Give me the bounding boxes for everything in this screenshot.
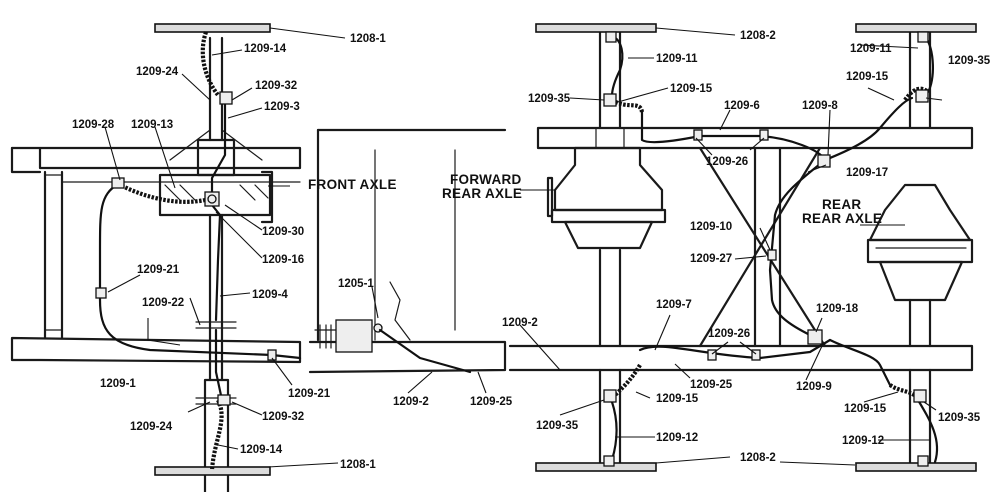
- front-fittings: [95, 91, 277, 406]
- callout-1209-3: 1209-3: [264, 101, 300, 113]
- callout-1209-25-mid: 1209-25: [470, 396, 513, 408]
- rear-tire-top-right: [855, 23, 977, 33]
- callout-1209-1: 1209-1: [100, 378, 136, 390]
- callout-1209-35-bl: 1209-35: [536, 420, 579, 432]
- callout-1209-17: 1209-17: [846, 167, 888, 179]
- callout-1205-1: 1205-1: [338, 278, 374, 290]
- rear-tire-bottom-right: [855, 462, 977, 472]
- front-tire-top: [154, 23, 271, 33]
- brake-valve: [335, 319, 373, 353]
- callout-1209-8: 1209-8: [802, 100, 838, 112]
- callout-1209-22: 1209-22: [142, 297, 184, 309]
- callout-1209-12-left: 1209-12: [656, 432, 698, 444]
- callout-1209-11-left: 1209-11: [656, 53, 698, 65]
- callout-1209-14-bottom: 1209-14: [240, 444, 283, 456]
- callout-1209-7: 1209-7: [656, 299, 692, 311]
- callout-1209-35-tl: 1209-35: [528, 93, 571, 105]
- callout-1209-15-tl: 1209-15: [670, 83, 713, 95]
- callout-1209-6: 1209-6: [724, 100, 760, 112]
- callout-1209-24-top: 1209-24: [136, 66, 179, 78]
- callout-1209-15-tr: 1209-15: [846, 71, 889, 83]
- rear-rear-axle-title-line1: REAR: [822, 197, 861, 212]
- callout-1209-21-left: 1209-21: [137, 264, 180, 276]
- rear-fittings: [603, 31, 929, 467]
- callout-1209-2-mid: 1209-2: [393, 396, 429, 408]
- middle-chassis: [308, 128, 507, 374]
- callout-1209-21-bottom: 1209-21: [288, 388, 331, 400]
- callout-1209-32-bottom: 1209-32: [262, 411, 304, 423]
- callout-1209-30: 1209-30: [262, 226, 304, 238]
- callout-1209-26-bottom: 1209-26: [708, 328, 750, 340]
- callout-1209-32-top: 1209-32: [255, 80, 297, 92]
- callout-1209-26-top: 1209-26: [706, 156, 748, 168]
- callout-labels: 1208-1 1209-14 1209-24 1209-32 1209-3 12…: [72, 30, 991, 471]
- callout-1209-4: 1209-4: [252, 289, 288, 301]
- callout-1209-14-top: 1209-14: [244, 43, 287, 55]
- callout-1208-1-top: 1208-1: [350, 33, 386, 45]
- rear-tire-top-left: [535, 23, 657, 33]
- forward-rear-axle-title-line2: REAR AXLE: [442, 186, 522, 201]
- callout-1209-15-bl: 1209-15: [656, 393, 699, 405]
- leader-lines: [104, 27, 943, 468]
- rear-chassis: [508, 28, 974, 472]
- front-axle-title: FRONT AXLE: [308, 177, 397, 192]
- callout-1208-1-bottom: 1208-1: [340, 459, 376, 471]
- rear-tire-bottom-left: [535, 462, 657, 472]
- callout-1209-35-br: 1209-35: [938, 412, 981, 424]
- callout-1209-25-right: 1209-25: [690, 379, 733, 391]
- callout-1208-2-bottom: 1208-2: [740, 452, 776, 464]
- callout-1208-2-top: 1208-2: [740, 30, 776, 42]
- callout-1209-27: 1209-27: [690, 253, 732, 265]
- callout-1209-9: 1209-9: [796, 381, 832, 393]
- callout-1209-28: 1209-28: [72, 119, 115, 131]
- callout-1209-12-right: 1209-12: [842, 435, 884, 447]
- callout-1209-11-right: 1209-11: [850, 43, 892, 55]
- callout-1209-13: 1209-13: [131, 119, 173, 131]
- callout-1209-18: 1209-18: [816, 303, 859, 315]
- callout-1209-35-tr: 1209-35: [948, 55, 991, 67]
- forward-rear-axle-title-line1: FORWARD: [450, 172, 522, 187]
- callout-1209-2-right: 1209-2: [502, 317, 538, 329]
- callout-1209-24-bottom: 1209-24: [130, 421, 173, 433]
- rear-rear-axle-title-line2: REAR AXLE: [802, 211, 882, 226]
- callout-1209-16: 1209-16: [262, 254, 304, 266]
- callout-1209-10: 1209-10: [690, 221, 732, 233]
- callout-1209-15-br: 1209-15: [844, 403, 887, 415]
